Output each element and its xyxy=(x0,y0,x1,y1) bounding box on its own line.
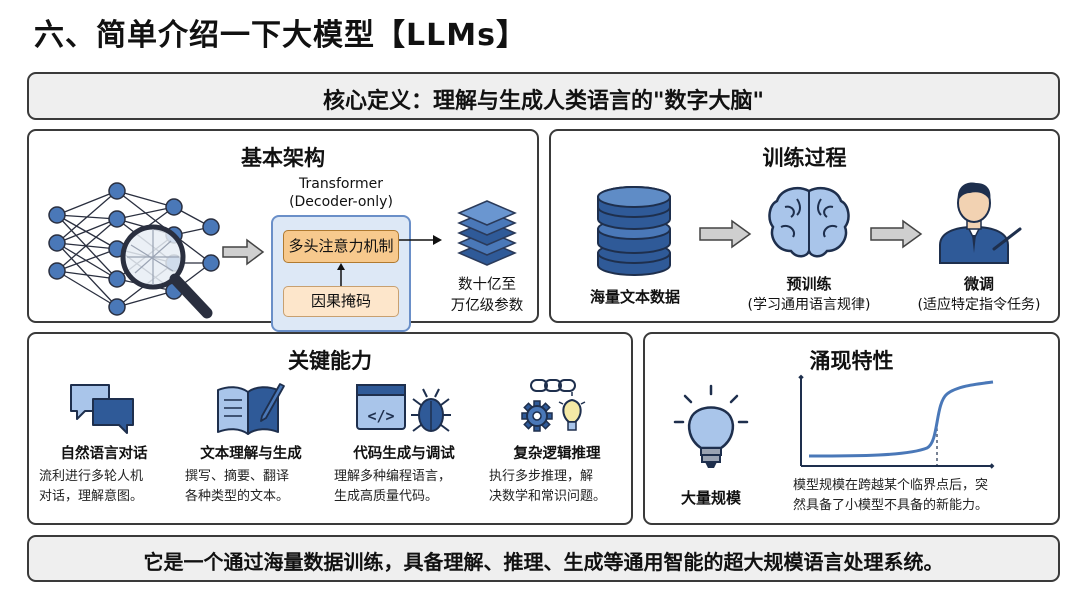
causal-mask-box: 因果掩码 xyxy=(283,286,399,317)
finetune-label: 微调 xyxy=(963,275,994,293)
book-pen-icon xyxy=(217,383,285,435)
pretrain-desc: (学习通用语言规律) xyxy=(747,297,871,313)
database-icon xyxy=(597,186,671,276)
magnifier-icon xyxy=(120,224,213,319)
teacher-icon xyxy=(939,182,1022,264)
definition-text: 核心定义：理解与生成人类语言的"数字大脑" xyxy=(323,89,764,114)
capability-title-code: 代码生成与调试 xyxy=(353,446,455,462)
finetune-desc: (适应特定指令任务) xyxy=(917,297,1041,313)
params-line1: 数十亿至 xyxy=(458,277,516,293)
transformer-label: Transformer xyxy=(298,176,383,192)
capability-desc-code-1: 理解多种编程语言， xyxy=(334,469,452,484)
arrow-right-icon-3 xyxy=(870,219,923,249)
capability-desc-reasoning-1: 执行多步推理，解 xyxy=(489,469,594,484)
s-curve-chart-icon xyxy=(798,374,995,469)
training-title: 训练过程 xyxy=(762,146,847,170)
gears-lightbulb-icon xyxy=(521,379,586,432)
capability-desc-reasoning-2: 决数学和常识问题。 xyxy=(489,489,607,504)
code-bug-icon: </> xyxy=(356,384,451,432)
params-line2: 万亿级参数 xyxy=(450,298,524,314)
capability-title-text: 文本理解与生成 xyxy=(200,446,302,462)
page-title: 六、简单介绍一下大模型【LLMs】 xyxy=(34,18,527,53)
emergence-title: 涌现特性 xyxy=(809,349,894,373)
arrow-right-icon-2 xyxy=(699,219,752,249)
scale-label: 大量规模 xyxy=(680,489,741,507)
chat-bubbles-icon xyxy=(70,384,134,434)
capability-desc-code-2: 生成高质量代码。 xyxy=(334,489,439,504)
capability-desc-text-2: 各种类型的文本。 xyxy=(185,489,290,504)
architecture-title: 基本架构 xyxy=(241,146,325,170)
brain-icon xyxy=(768,187,850,258)
decoder-only-label: (Decoder-only) xyxy=(289,194,393,210)
summary-text: 它是一个通过海量数据训练，具备理解、推理、生成等通用智能的超大规模语言处理系统。 xyxy=(143,550,944,574)
svg-text:</>: </> xyxy=(367,407,394,425)
emergence-panel: 涌现特性 大量规模 模型规模在跨越某个临界点后，突 然具备了小模型不具备的新能力… xyxy=(643,332,1060,525)
transformer-block: 多头注意力机制 因果掩码 xyxy=(271,215,411,332)
arrow-up-icon xyxy=(337,263,345,286)
architecture-panel: 基本架构 Transformer xyxy=(27,129,539,332)
capability-desc-text-1: 撰写、摘要、翻译 xyxy=(185,469,290,484)
training-panel: 训练过程 海量文本数据 预训练 (学习通用语言规律) xyxy=(549,129,1060,323)
summary-banner: 它是一个通过海量数据训练，具备理解、推理、生成等通用智能的超大规模语言处理系统。 xyxy=(27,535,1060,582)
capabilities-title: 关键能力 xyxy=(288,349,372,373)
arrow-right-thin-icon xyxy=(399,235,442,245)
emergence-desc-1: 模型规模在跨越某个临界点后，突 xyxy=(793,478,989,493)
capability-desc-dialogue-2: 对话，理解意图。 xyxy=(39,489,144,504)
definition-banner: 核心定义：理解与生成人类语言的"数字大脑" xyxy=(27,72,1060,120)
capability-desc-dialogue-1: 流利进行多轮人机 xyxy=(39,469,144,484)
capabilities-panel: 关键能力 自然语言对话 流利进行多轮人机 对话，理解意图。 文本理解与生成 撰写… xyxy=(27,332,633,525)
text-data-label: 海量文本数据 xyxy=(589,288,680,306)
capability-title-dialogue: 自然语言对话 xyxy=(60,446,148,462)
lightbulb-icon xyxy=(673,384,749,468)
stacked-layers-icon xyxy=(457,200,517,266)
capability-title-reasoning: 复杂逻辑推理 xyxy=(513,446,601,462)
emergence-desc-2: 然具备了小模型不具备的新能力。 xyxy=(793,498,989,513)
multi-head-attention-box: 多头注意力机制 xyxy=(283,230,399,263)
arrow-right-icon xyxy=(222,238,265,266)
pretrain-label: 预训练 xyxy=(786,275,832,293)
